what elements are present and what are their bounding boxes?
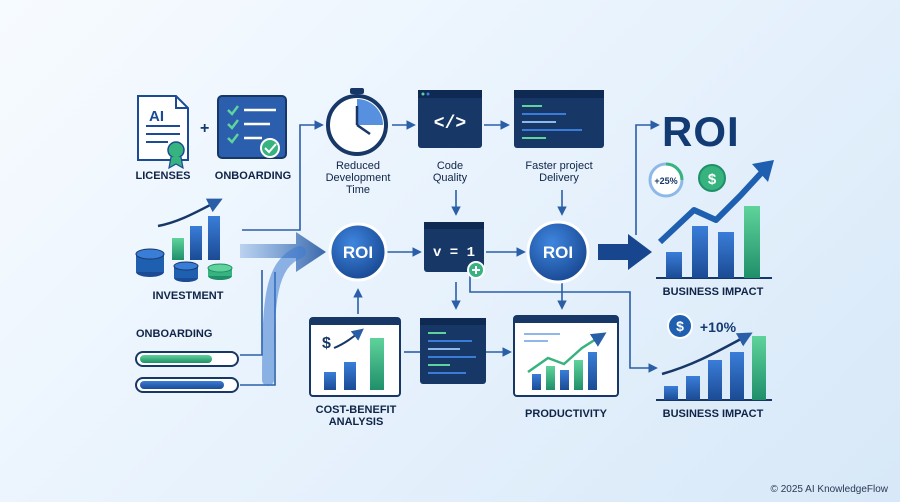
- dollar-coin-top-text: $: [708, 171, 717, 188]
- percent-10-text: +10%: [700, 319, 737, 335]
- dollar-coin-bottom-text: $: [676, 318, 684, 334]
- onboarding-checklist-icon: [217, 95, 287, 159]
- roi-circle-mid: [526, 220, 590, 284]
- arrow-onboard-bars: [240, 270, 263, 356]
- cost-benefit-chart-icon: $: [309, 317, 401, 397]
- code-window-icon: </>: [418, 90, 482, 148]
- plus-sign: +: [200, 120, 209, 137]
- doc-ai-text: AI: [149, 108, 164, 125]
- licenses-label: LICENSES: [135, 170, 191, 182]
- business-impact-bottom-label: BUSINESS IMPACT: [662, 408, 764, 420]
- big-arrow-curve: [262, 246, 306, 386]
- copyright-footer: © 2025 AI KnowledgeFlow: [770, 484, 888, 495]
- reduced-time-label: Reduced Development Time: [325, 160, 391, 196]
- code-quality-label: Code Quality: [432, 160, 468, 184]
- formula-text: v = 1: [433, 245, 475, 261]
- business-impact-chart-top: [656, 160, 774, 279]
- code-editor-window-icon: [420, 318, 486, 384]
- roi-circle-left: [328, 222, 388, 282]
- arrow-invest-to-reduced: [242, 120, 324, 231]
- faster-delivery-label: Faster project Delivery: [525, 160, 593, 184]
- investment-label: INVESTMENT: [152, 290, 224, 302]
- onboarding-progress-bars: [135, 351, 239, 393]
- productivity-chart-icon: [513, 315, 619, 397]
- formula-window: [424, 222, 484, 272]
- roi-circle-mid-text: ROI: [543, 243, 573, 262]
- terminal-window-icon: [514, 90, 604, 148]
- onboarding-top-label: ONBOARDING: [214, 170, 292, 182]
- onboarding-left-label: ONBOARDING: [136, 328, 213, 340]
- cost-benefit-label: COST-BENEFIT ANALYSIS: [315, 404, 397, 428]
- svg-text:$: $: [322, 335, 331, 352]
- business-impact-chart-bottom: [656, 332, 772, 401]
- stopwatch-icon: [326, 88, 388, 156]
- svg-text:</>: </>: [434, 114, 466, 134]
- business-impact-top-label: BUSINESS IMPACT: [662, 286, 764, 298]
- percent-badge-icon: [648, 162, 684, 198]
- connectors: [240, 120, 660, 386]
- percent-25-text: +25%: [654, 176, 677, 186]
- dollar-coin-bottom-icon: [667, 313, 693, 339]
- big-arrow-right: [598, 234, 652, 270]
- license-document-icon: [137, 95, 189, 170]
- roi-circle-left-text: ROI: [343, 243, 373, 262]
- roi-title: ROI: [662, 108, 740, 155]
- plus-badge-icon: [467, 261, 485, 279]
- arrow-to-roi-title: [635, 120, 660, 235]
- arrow-to-bottom-impact: [469, 275, 658, 373]
- dollar-coin-icon: [698, 164, 726, 192]
- investment-chart-icon: [135, 198, 233, 282]
- productivity-label: PRODUCTIVITY: [525, 408, 607, 420]
- big-arrow-left: [240, 232, 326, 272]
